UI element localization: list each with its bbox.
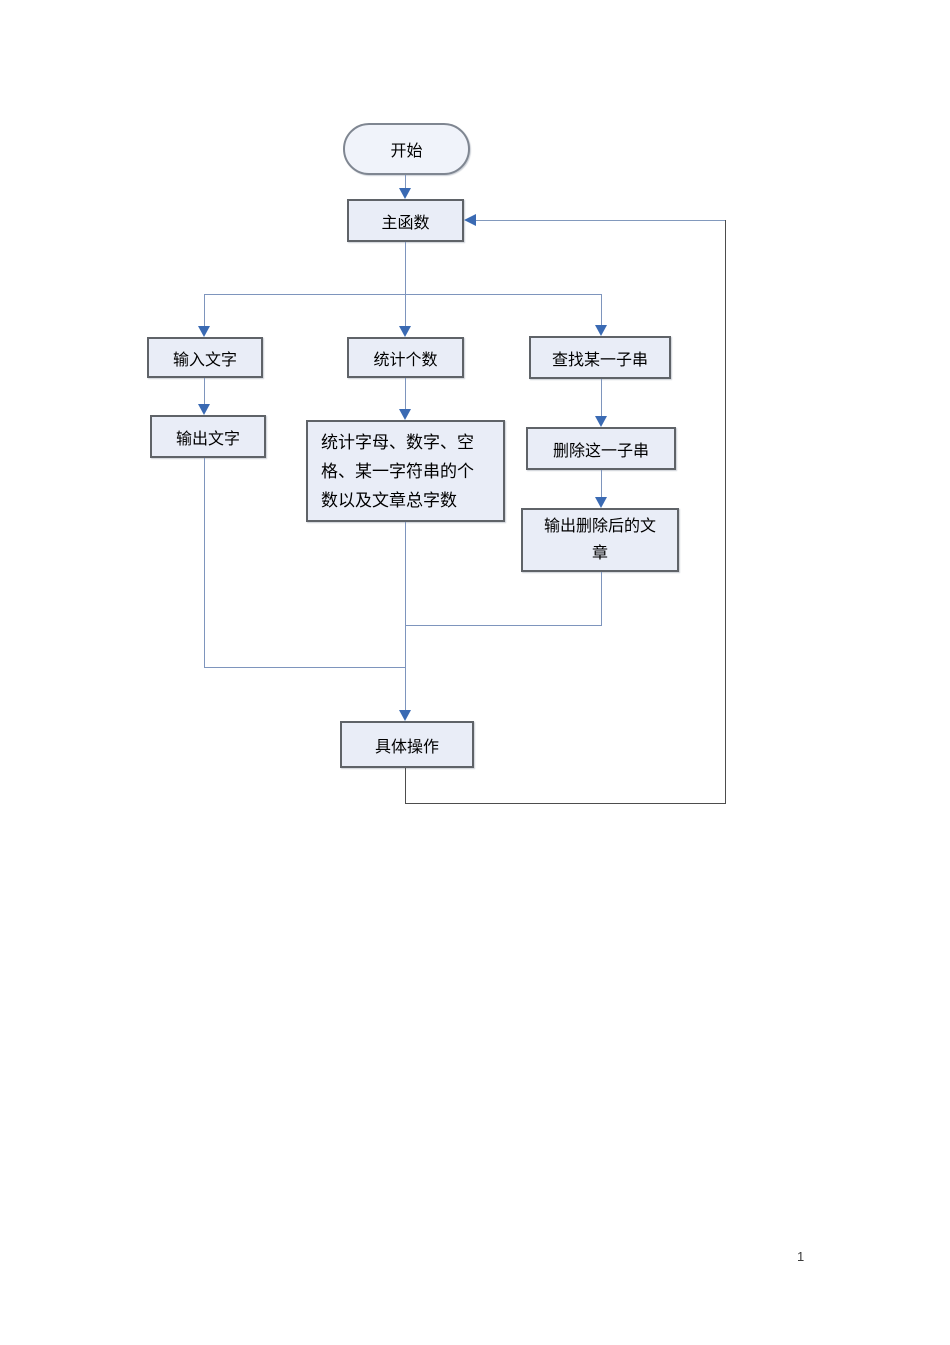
arrowhead-down-icon xyxy=(399,188,411,199)
connector-loop-bottom xyxy=(405,803,726,804)
arrowhead-down-icon xyxy=(399,409,411,420)
arrowhead-down-icon xyxy=(595,416,607,427)
flowchart-node-start: 开始 xyxy=(343,123,470,175)
connector-split-right xyxy=(601,294,602,325)
connector-find-delete xyxy=(601,379,602,416)
flowchart-node-delete-substring: 删除这一子串 xyxy=(526,427,676,470)
flowchart-node-find-substring: 查找某一子串 xyxy=(529,336,671,379)
connector-start-main xyxy=(405,175,406,189)
flowchart-node-main-function: 主函数 xyxy=(347,199,464,242)
connector-center-operation xyxy=(405,522,406,710)
connector-main-split xyxy=(405,242,406,294)
flowchart-node-output-deleted: 输出删除后的文 章 xyxy=(521,508,679,572)
connector-split-horizontal xyxy=(204,294,602,295)
flowchart-node-input-text: 输入文字 xyxy=(147,337,263,378)
page-number: 1 xyxy=(797,1249,805,1264)
connector-join-left xyxy=(204,667,406,668)
arrowhead-down-icon xyxy=(399,710,411,721)
connector-outputdel-down xyxy=(601,572,602,625)
flowchart-node-count-detail: 统计字母、数字、空 格、某一字符串的个 数以及文章总字数 xyxy=(306,420,505,522)
arrowhead-down-icon xyxy=(595,497,607,508)
arrowhead-down-icon xyxy=(198,404,210,415)
connector-loop-return xyxy=(476,220,725,221)
connector-split-left xyxy=(204,294,205,326)
arrowhead-down-icon xyxy=(399,326,411,337)
connector-loop-right xyxy=(725,220,726,804)
connector-output-down xyxy=(204,458,205,667)
arrowhead-left-icon xyxy=(464,214,476,226)
arrowhead-down-icon xyxy=(198,326,210,337)
connector-split-middle xyxy=(405,294,406,326)
flowchart-node-count: 统计个数 xyxy=(347,337,464,378)
connector-loop-down xyxy=(405,768,406,803)
connector-input-output xyxy=(204,378,205,404)
arrowhead-down-icon xyxy=(595,325,607,336)
flowchart-node-operation: 具体操作 xyxy=(340,721,474,768)
connector-join-right xyxy=(405,625,602,626)
connector-count-detail xyxy=(405,378,406,409)
flowchart-node-output-text: 输出文字 xyxy=(150,415,266,458)
connector-delete-outputdel xyxy=(601,470,602,497)
